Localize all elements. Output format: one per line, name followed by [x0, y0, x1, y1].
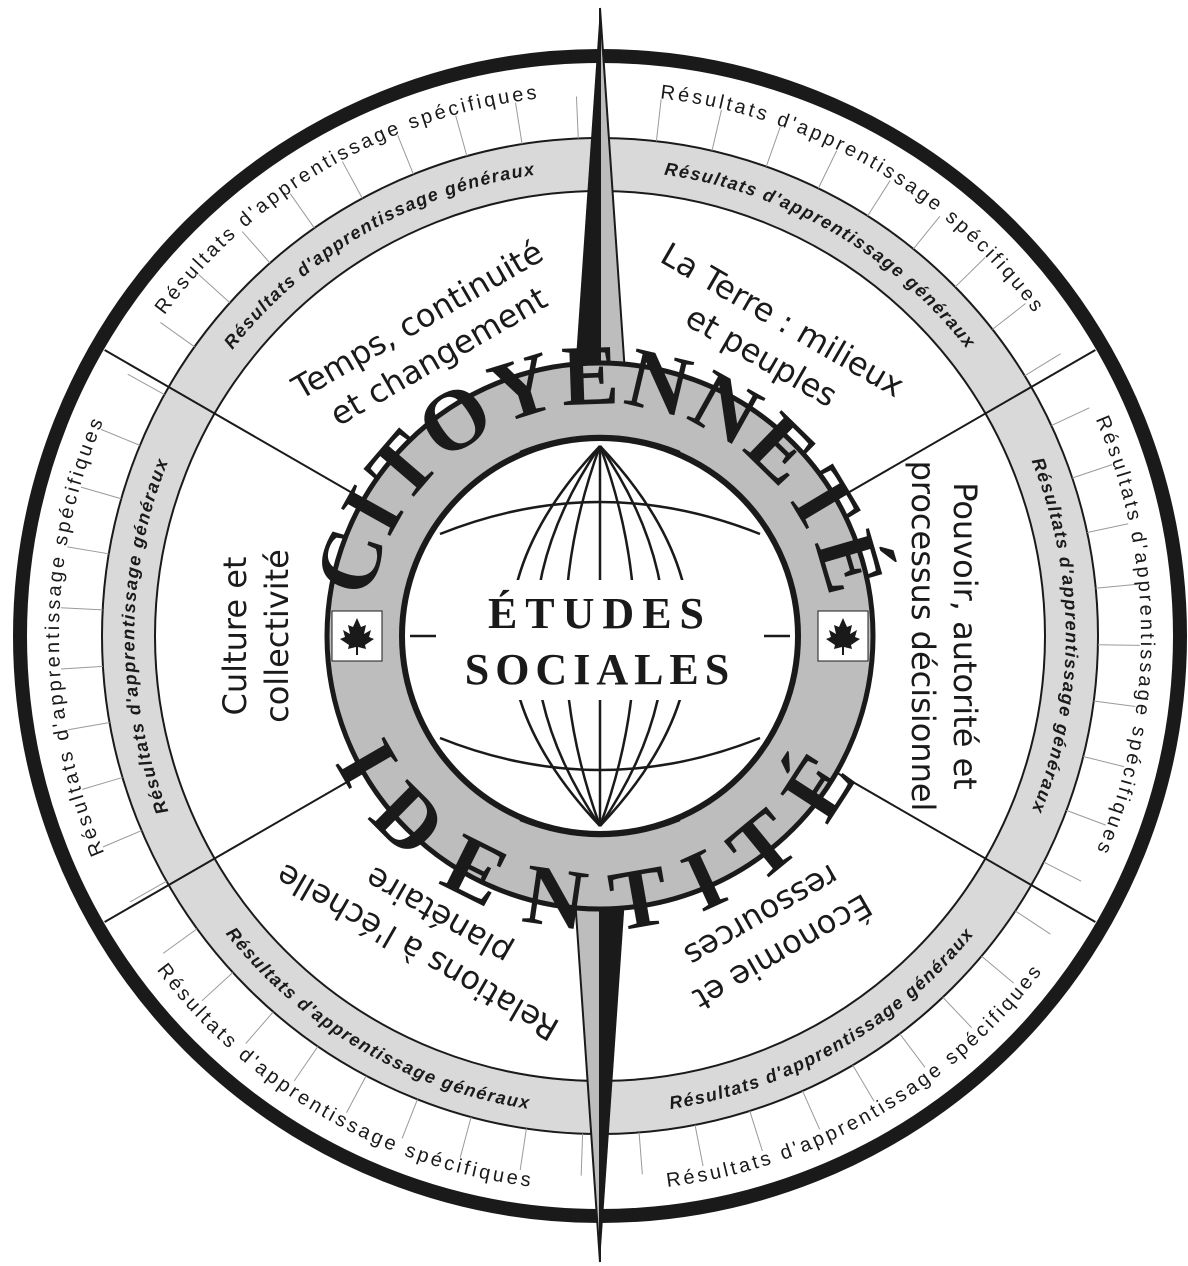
- band-tick: [129, 880, 167, 903]
- center-title-line1: ÉTUDES: [488, 589, 712, 638]
- band-tick: [341, 161, 363, 199]
- band-tick: [68, 721, 110, 731]
- band-tick: [638, 1132, 643, 1175]
- band-tick: [245, 1011, 274, 1044]
- band-tick: [867, 180, 891, 217]
- band-tick: [397, 135, 414, 175]
- band-tick: [1043, 861, 1082, 882]
- band-tick: [1051, 407, 1090, 426]
- band-tick: [201, 972, 234, 1002]
- band-tick: [60, 665, 103, 670]
- title-plate: [436, 580, 764, 700]
- sector-divider: [835, 349, 1096, 501]
- sector-label-line: collectivité: [258, 549, 296, 723]
- band-tick: [1095, 583, 1138, 589]
- band-tick: [655, 99, 662, 142]
- band-tick: [1014, 910, 1051, 935]
- sector-label-line: Culture et: [216, 557, 254, 716]
- band-tick: [1024, 353, 1061, 377]
- band-tick: [992, 303, 1026, 330]
- band-tick: [694, 1124, 704, 1167]
- band-tick: [515, 102, 523, 145]
- band-tick: [852, 1064, 875, 1102]
- band-tick: [102, 830, 142, 848]
- band-tick: [80, 486, 122, 500]
- maple-leaf-icon: [817, 610, 869, 662]
- band-tick: [711, 109, 722, 151]
- band-tick: [455, 115, 468, 157]
- band-tick: [198, 274, 231, 304]
- band-tick: [817, 150, 838, 189]
- band-tick: [293, 1046, 319, 1082]
- band-tick: [519, 1128, 527, 1171]
- band-tick: [942, 996, 973, 1029]
- sector-divider: [835, 771, 1096, 923]
- band-tick: [82, 776, 123, 790]
- band-tick: [127, 373, 165, 396]
- band-tick: [60, 607, 103, 611]
- band-tick: [981, 955, 1014, 984]
- sector-divider: [104, 349, 365, 501]
- band-tick: [1066, 809, 1106, 826]
- center-title-line2: SOCIALES: [465, 645, 736, 694]
- band-tick: [401, 1099, 418, 1139]
- band-tick: [100, 428, 141, 446]
- band-tick: [765, 126, 781, 167]
- sector-divider: [104, 771, 365, 923]
- sector-label-line: processus décisionnel: [904, 461, 942, 812]
- band-tick: [580, 1133, 584, 1176]
- band-tick: [346, 1075, 367, 1114]
- band-tick: [575, 96, 579, 139]
- band-tick: [1083, 755, 1125, 768]
- band-tick: [459, 1116, 472, 1158]
- band-tick: [899, 1033, 926, 1068]
- band-tick: [160, 322, 195, 348]
- band-tick: [289, 193, 315, 229]
- band-tick: [802, 1090, 821, 1130]
- band-tick: [1072, 464, 1113, 479]
- band-tick: [162, 928, 198, 954]
- band-tick: [241, 231, 271, 264]
- band-tick: [954, 257, 986, 288]
- sector-label-line: Pouvoir, autorité et: [946, 482, 984, 790]
- band-tick: [1097, 644, 1140, 646]
- band-tick: [1093, 700, 1136, 707]
- band-tick: [749, 1110, 763, 1152]
- sector-dividers: [104, 349, 1096, 923]
- maple-leaf-icon: [331, 610, 383, 662]
- band-tick: [1087, 523, 1129, 533]
- band-tick: [67, 546, 109, 555]
- band-tick: [913, 216, 941, 250]
